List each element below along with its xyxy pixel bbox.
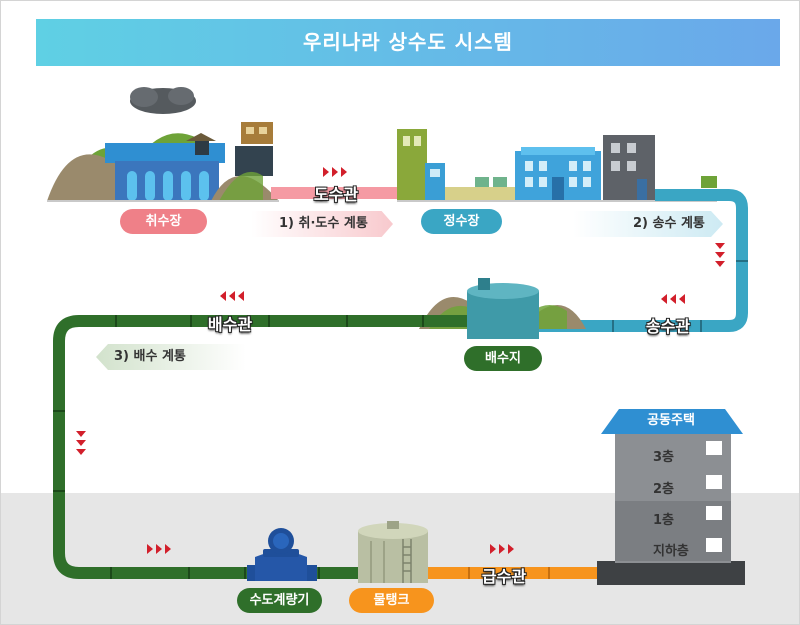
step-1-banner: 1) 취·도수 계통 — [251, 211, 393, 237]
pipe-joints-transmission — [612, 260, 748, 332]
flow-arrows-distribution-down — [76, 431, 86, 455]
reservoir-label: 배수지 — [464, 346, 542, 371]
intake-label: 취수장 — [120, 209, 207, 234]
purification-label: 정수장 — [421, 209, 502, 234]
floor-3-label: 3층 — [653, 450, 675, 465]
pipe-joints-distribution — [53, 315, 424, 579]
step-3-label: 3) 배수 계통 — [114, 349, 186, 364]
flow-arrows-transmission-down — [715, 243, 725, 267]
flow-arrows-conveyance — [323, 167, 347, 177]
page-title: 우리나라 상수도 시스템 — [303, 30, 513, 54]
apartment-building — [597, 409, 745, 585]
conveyance-pipe-label: 도수관 — [313, 185, 359, 204]
flow-arrows-distribution-right — [147, 544, 171, 554]
flow-arrows-transmission-left — [661, 294, 685, 304]
step-2-banner: 2) 송수 계통 — [573, 211, 723, 237]
distribution-pipe-label: 배수관 — [207, 315, 253, 334]
conveyance-pipe — [271, 187, 399, 199]
step-1-label: 1) 취·도수 계통 — [279, 216, 368, 231]
distribution-pipe — [53, 315, 467, 579]
purification-plant — [397, 129, 717, 202]
tank-label: 물탱크 — [349, 588, 434, 613]
water-tank — [358, 521, 428, 583]
meter-label: 수도계량기 — [237, 588, 322, 613]
pipe-joints-service — [468, 567, 550, 579]
apartment-label: 공동주택 — [647, 413, 695, 428]
water-meter — [247, 528, 317, 581]
intake-station — [47, 87, 279, 202]
floor-2-label: 2층 — [653, 482, 675, 497]
transmission-pipe-label: 송수관 — [645, 317, 691, 336]
step-2-label: 2) 송수 계통 — [633, 216, 705, 231]
service-pipe-label: 급수관 — [481, 567, 527, 586]
flow-arrows-service — [490, 544, 514, 554]
flow-arrows-distribution-left — [220, 291, 244, 301]
floor-1-label: 1층 — [653, 513, 675, 528]
service-pipe — [428, 437, 647, 579]
step-3-banner: 3) 배수 계통 — [96, 344, 246, 370]
title-bar: 우리나라 상수도 시스템 — [36, 19, 780, 66]
floor-basement-label: 지하층 — [653, 544, 689, 559]
